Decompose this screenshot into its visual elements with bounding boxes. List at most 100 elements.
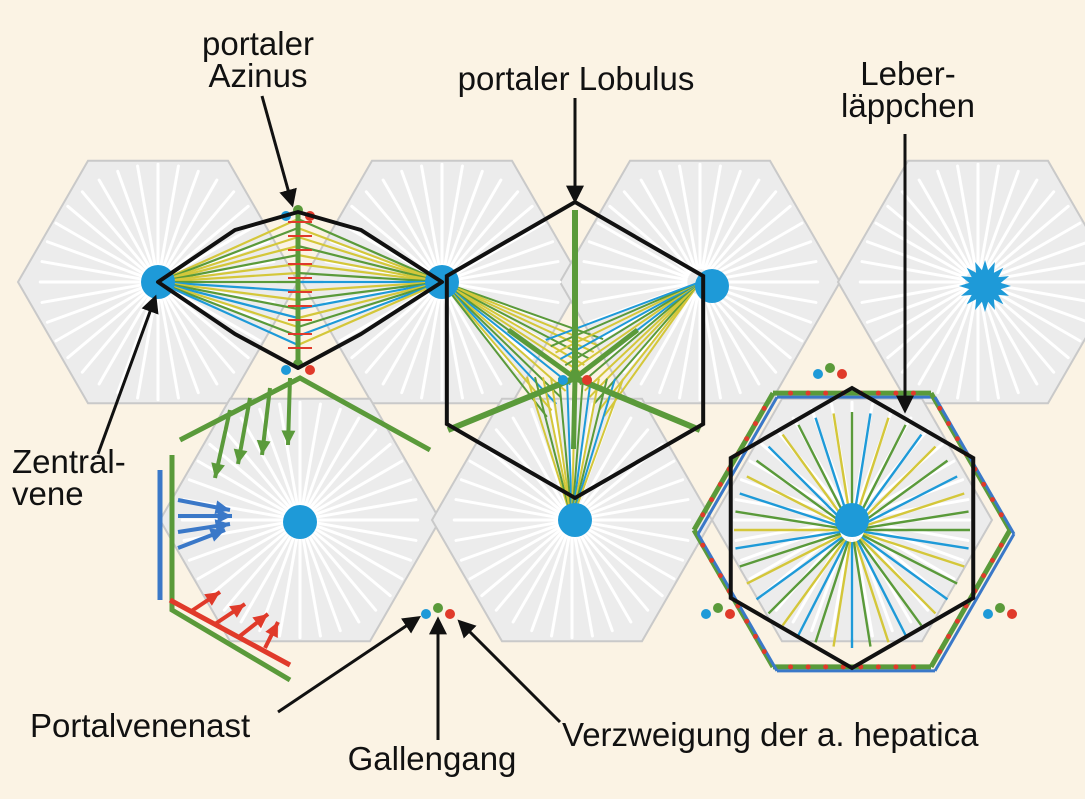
sinusoid-line [222,428,293,511]
acinus-fan-line [297,280,443,338]
portal-lobule-line [598,281,701,411]
portal-lobule-duct [507,327,577,381]
sinusoid-line [989,285,1085,323]
portal-lobule-line [593,281,701,405]
sinusoid-line [983,178,1039,272]
lobule-radial-colored [739,492,841,528]
portal-lobule-septum [446,375,577,433]
acinus-fan-line [157,244,299,284]
unit-outlines [156,199,976,671]
lobule-radial-colored [781,539,846,627]
label-hepatic-artery-branch: Verzweigung der a. hepatica [562,716,979,753]
sinusoid-line [309,527,392,598]
lobule-radial-colored [859,445,937,523]
border-artery-dot [946,421,952,427]
border-artery-dot [937,405,943,411]
lobule-border-vein [696,396,779,535]
portal-lobule-line [559,281,701,360]
acinus-fan-line [157,235,299,284]
border-artery-dot [981,481,987,487]
lobule-radial-colored [797,424,848,520]
sinusoid-line [278,532,300,638]
sinusoid-line [158,294,180,400]
portal-lobule-line [584,281,701,392]
sinusoid-line [307,529,378,612]
label-hepatic-artery-branch-text: Verzweigung der a. hepatica [562,716,979,753]
lobule-radial-colored [854,417,890,519]
sinusoid-line [712,260,818,282]
acinus-fan-line [297,262,443,284]
sinusoid-line [639,292,695,386]
sinusoid-line [454,520,560,542]
lobule-radial-colored [863,532,965,568]
sinusoid-line [40,260,146,282]
central-vein [558,503,592,537]
border-artery-dot [805,664,811,670]
central-vein-star [959,260,1011,312]
sinusoid-line [161,293,200,395]
sinusoid-line [575,531,614,633]
sinusoid-line [445,293,484,395]
sinusoid-line [577,530,633,624]
border-artery-dot [946,633,952,639]
border-artery-dot [752,421,758,427]
label-portal-lobule-text: portaler Lobulus [457,60,695,97]
sinusoid-line [703,169,742,271]
sinusoid-line [936,293,975,395]
sinusoid-line [658,169,697,271]
sinusoid-line [985,291,1056,374]
sinusoid-line [45,285,147,324]
pointer-central-vein [96,294,159,455]
border-artery-dot [744,436,750,442]
sinusoid-line [581,527,664,598]
sinusoid-line [196,459,290,515]
sinusoid-line [312,520,418,542]
sinusoid-line [748,525,842,581]
border-artery-dot [823,664,829,670]
acinus-fan-line [297,253,443,284]
sinusoid-line [45,240,147,279]
border-artery-dot [954,436,960,442]
lobule-radial-colored [862,534,958,585]
border-artery-dot [910,664,916,670]
border-artery-dot [910,390,916,396]
sinusoid-line [136,164,158,270]
label-portal-acinus-line2: Azinus [208,57,308,94]
triad-portal-vein-dot [281,365,291,375]
sinusoid-line [511,416,567,510]
acinus-fan-line [157,280,299,320]
sinusoid-line [658,293,697,395]
label-central-vein-line1: Zentral- [12,443,126,480]
sinusoid-line [420,164,442,270]
bile-flow-arrow-head [233,448,248,464]
sinusoid-line [703,293,742,395]
sinusoid-line [158,164,180,270]
lobule-radial-colored [858,539,923,627]
lobule-border-duct [691,391,776,532]
liver-lobule-outline [728,385,976,671]
triad-portal-vein-dot [813,369,823,379]
portal-lobule-outline [444,199,706,501]
portal-lobule-line [564,281,701,367]
sinusoid-line [583,478,685,517]
label-portal-vein-branch: Portalvenenast [30,709,250,742]
flow-arrows [177,377,296,649]
acinus-fan-line [297,271,443,284]
sinusoid-line [480,527,563,598]
acinus-fan-line [157,280,299,347]
sinusoid-line [705,178,761,272]
sinusoid-line [305,416,361,510]
sinusoid-line [582,459,676,515]
sinusoid-line [116,169,155,271]
sinusoid-line [865,240,967,279]
sinusoid-line [983,292,1039,386]
sinusoid-line [54,221,148,277]
label-portal-acinus: portaler Azinus [178,27,338,94]
triad-artery-dot [1007,609,1017,619]
sinusoid-line [587,240,689,279]
acinus-fan-line [157,280,299,329]
sinusoid-line [700,164,722,270]
sinusoid-line [278,402,300,508]
sinusoid-line [80,291,151,374]
